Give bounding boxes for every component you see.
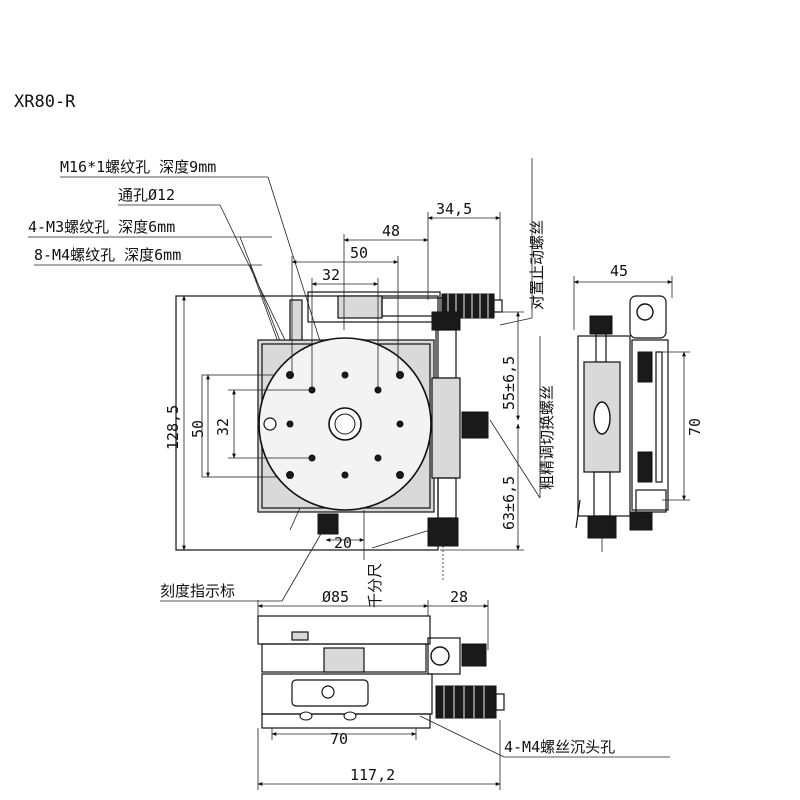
right-micrometer <box>427 311 489 580</box>
dim-55: 55±6,5 <box>500 356 518 410</box>
dim-50-left: 50 <box>189 420 207 438</box>
dim-32-top: 32 <box>322 266 340 284</box>
top-dimensions: 34,5 48 50 32 128,5 50 32 55±6,5 63±6,5 <box>164 200 524 560</box>
dim-70-bottom: 70 <box>330 730 348 748</box>
top-micrometer <box>289 291 503 341</box>
dim-34-5: 34,5 <box>436 200 472 218</box>
dim-28: 28 <box>450 588 468 606</box>
callout-m4-thread: 8-M4螺纹孔 深度6mm <box>34 246 181 264</box>
callout-lock-screw: 对置止动螺丝 <box>528 220 546 310</box>
dim-63: 63±6,5 <box>500 476 518 530</box>
callout-coarse-fine: 粗精调切换螺丝 <box>538 385 556 490</box>
dim-85: Ø85 <box>322 588 349 606</box>
dim-48: 48 <box>382 222 400 240</box>
mounting-holes <box>263 371 404 479</box>
callout-m16-thread: M16*1螺纹孔 深度9mm <box>60 158 216 176</box>
callout-m3-thread: 4-M3螺纹孔 深度6mm <box>28 218 175 236</box>
dim-128-5: 128,5 <box>164 405 182 450</box>
dim-117-2: 117,2 <box>350 766 395 784</box>
callout-through-hole: 通孔Ø12 <box>118 186 175 204</box>
callout-vernier: 千分尺 <box>366 563 384 608</box>
front-view: Ø85 28 70 117,2 4-M4螺丝沉头孔 <box>257 588 670 790</box>
right-callouts: 对置止动螺丝 粗精调切换螺丝 <box>489 158 556 499</box>
callout-countersunk: 4-M4螺丝沉头孔 <box>504 738 615 756</box>
dim-50-top: 50 <box>350 244 368 262</box>
model-title: XR80-R <box>14 92 76 112</box>
callout-scale-indicator: 刻度指示标 <box>160 582 235 600</box>
dim-70-side: 70 <box>686 418 704 436</box>
dim-45: 45 <box>610 262 628 280</box>
top-view <box>175 291 503 580</box>
dim-32-left: 32 <box>214 418 232 436</box>
dim-20: 20 <box>334 534 352 552</box>
side-view: 45 70 <box>573 262 704 552</box>
